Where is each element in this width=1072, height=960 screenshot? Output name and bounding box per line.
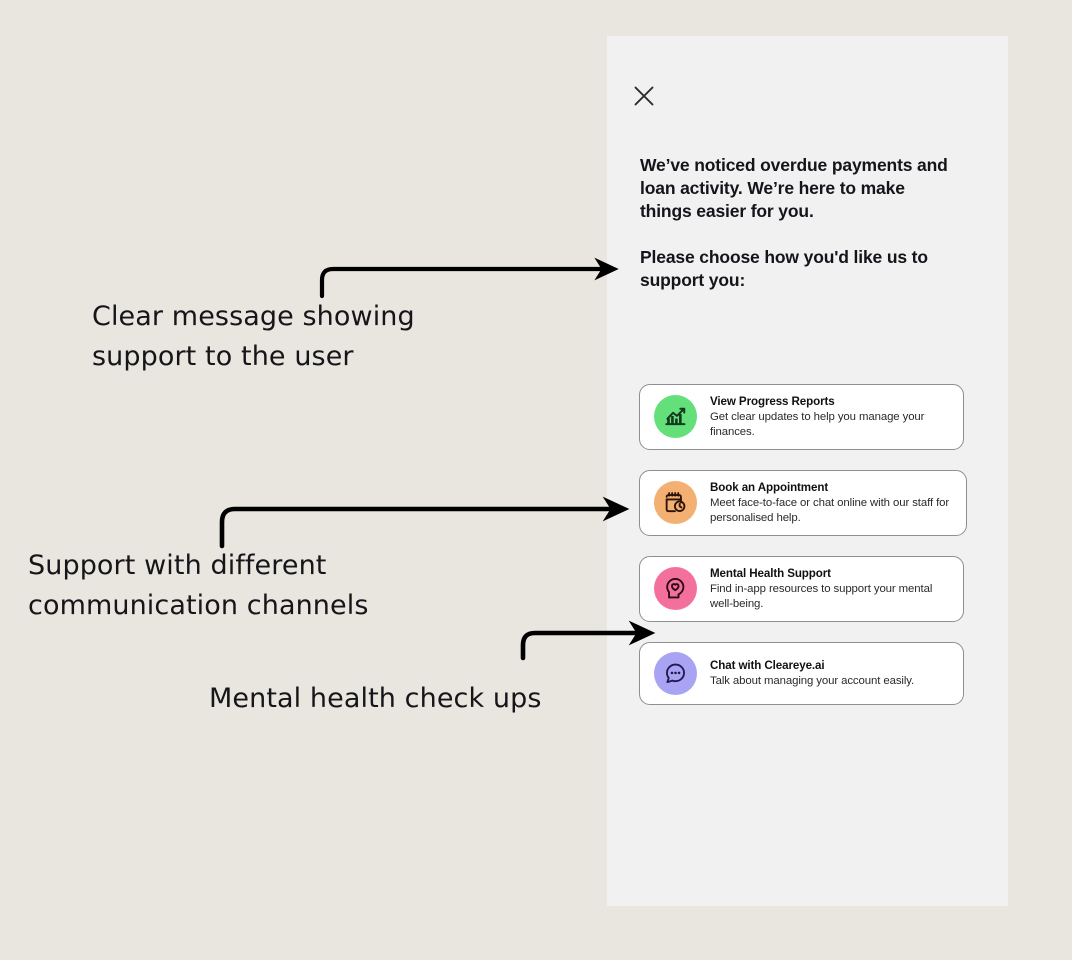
intro-paragraph-1: We’ve noticed overdue payments and loan … bbox=[640, 155, 948, 222]
card-description: Meet face-to-face or chat online with ou… bbox=[710, 497, 950, 525]
annotation-label-message: Clear message showing support to the use… bbox=[92, 301, 415, 372]
card-text: View Progress Reports Get clear updates … bbox=[710, 394, 951, 440]
card-chat-with-cleareye-ai[interactable]: Chat with Cleareye.ai Talk about managin… bbox=[639, 641, 964, 705]
card-title: Chat with Cleareye.ai bbox=[710, 658, 825, 672]
card-title: Book an Appointment bbox=[710, 480, 829, 494]
card-book-an-appointment[interactable]: Book an Appointment Meet face-to-face or… bbox=[639, 469, 967, 536]
intro-paragraph-2: Please choose how you'd like us to suppo… bbox=[640, 247, 928, 291]
card-text: Mental Health Support Find in-app resour… bbox=[710, 566, 951, 612]
close-icon[interactable] bbox=[631, 83, 657, 109]
head-heart-icon bbox=[654, 567, 697, 611]
card-mental-health-support[interactable]: Mental Health Support Find in-app resour… bbox=[639, 555, 964, 622]
annotation-label-mental-health: Mental health check ups bbox=[209, 683, 542, 714]
support-panel: We’ve noticed overdue payments and loan … bbox=[607, 36, 1008, 906]
card-description: Get clear updates to help you manage you… bbox=[710, 411, 925, 439]
option-card-list: View Progress Reports Get clear updates … bbox=[639, 384, 975, 705]
card-description: Talk about managing your account easily. bbox=[710, 675, 915, 688]
chat-bubble-icon bbox=[654, 651, 697, 695]
arrow-to-channels bbox=[219, 496, 630, 549]
arrow-to-message bbox=[319, 257, 619, 299]
arrow-to-mental-health bbox=[520, 620, 656, 661]
card-view-progress-reports[interactable]: View Progress Reports Get clear updates … bbox=[639, 384, 964, 450]
annotation-label-channels: Support with different communication cha… bbox=[28, 550, 369, 621]
chart-growth-icon bbox=[654, 395, 697, 439]
card-text: Chat with Cleareye.ai Talk about managin… bbox=[710, 658, 951, 689]
card-description: Find in-app resources to support your me… bbox=[710, 583, 933, 611]
calendar-clock-icon bbox=[654, 481, 697, 525]
card-title: View Progress Reports bbox=[710, 395, 835, 408]
card-title: Mental Health Support bbox=[710, 566, 831, 580]
card-text: Book an Appointment Meet face-to-face or… bbox=[710, 480, 954, 526]
intro-message: We’ve noticed overdue payments and loan … bbox=[640, 154, 960, 292]
